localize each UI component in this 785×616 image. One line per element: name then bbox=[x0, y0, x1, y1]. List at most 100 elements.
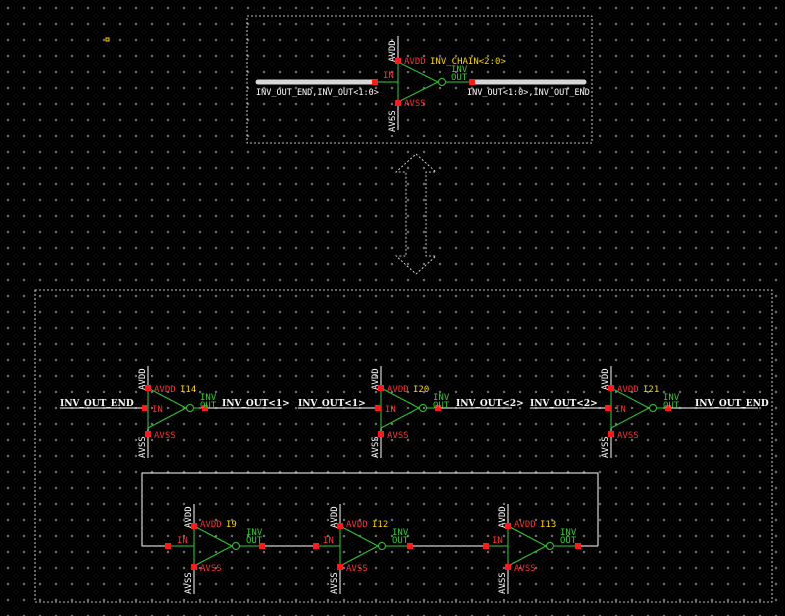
i21-avdd-rail-label: AVDD bbox=[601, 368, 611, 390]
i9-avdd-rail-label: AVDD bbox=[184, 506, 194, 528]
i9-bubble bbox=[232, 542, 240, 550]
i14-pin-avss[interactable] bbox=[145, 431, 151, 437]
ring-row: AVDD AVSS AVDD I9 INV IN OUT AVSS AVDD A… bbox=[141, 472, 599, 594]
i21-avdd-label: AVDD bbox=[617, 385, 639, 395]
i21-net-in-label: INV_OUT<2> bbox=[530, 399, 598, 409]
inverter-i21[interactable]: AVDD AVSS AVDD I21 INV IN OUT AVSS INV_O… bbox=[530, 366, 769, 458]
i9-pin-avss[interactable] bbox=[191, 564, 197, 570]
i12-avdd-rail-label: AVDD bbox=[330, 506, 340, 528]
bus-pin-avss-label: AVSS bbox=[404, 99, 426, 109]
i9-pin-avdd[interactable] bbox=[191, 523, 197, 529]
bus-pin-out-label: OUT bbox=[451, 73, 468, 83]
bus-pin-in-label: IN bbox=[383, 71, 394, 81]
bus-pin-avdd[interactable] bbox=[395, 58, 401, 64]
i20-net-in-label: INV_OUT<1> bbox=[298, 399, 366, 409]
i20-pin-in[interactable] bbox=[375, 405, 381, 411]
i14-bubble bbox=[186, 404, 194, 412]
i13-in-label: IN bbox=[492, 536, 503, 546]
i20-out-label: OUT bbox=[433, 401, 450, 411]
bus-pin-avss[interactable] bbox=[395, 100, 401, 106]
i9-avdd-label: AVDD bbox=[200, 520, 222, 530]
inverter-i9[interactable]: AVDD AVSS AVDD I9 INV IN OUT AVSS bbox=[165, 504, 265, 594]
i13-pin-avss[interactable] bbox=[505, 564, 511, 570]
i9-avss-label: AVSS bbox=[200, 564, 222, 574]
i13-cell-label: INV bbox=[560, 528, 577, 538]
i14-in-label: IN bbox=[152, 405, 163, 415]
inverter-i13[interactable]: AVDD AVSS AVDD I13 INV IN OUT AVSS bbox=[483, 504, 581, 594]
i9-cell-label: INV bbox=[246, 528, 263, 538]
i9-in-label: IN bbox=[177, 536, 188, 546]
i14-net-in-label: INV_OUT_END bbox=[60, 399, 134, 409]
i21-cell-label: INV bbox=[663, 393, 680, 403]
i21-instance-label: I21 bbox=[643, 385, 659, 395]
i13-avss-label: AVSS bbox=[514, 564, 536, 574]
expanded-dashed-frame bbox=[34, 289, 773, 603]
i9-pin-out[interactable] bbox=[259, 543, 265, 549]
equivalence-arrow bbox=[394, 153, 438, 275]
inverter-i14[interactable]: AVDD AVSS AVDD I14 INV IN OUT AVSS INV_O… bbox=[60, 366, 290, 458]
ring-feedback-wire bbox=[141, 472, 599, 547]
i13-pin-avdd[interactable] bbox=[505, 523, 511, 529]
i14-avdd-label: AVDD bbox=[154, 385, 176, 395]
i13-pin-in[interactable] bbox=[483, 543, 489, 549]
expanded-row: AVDD AVSS AVDD I14 INV IN OUT AVSS INV_O… bbox=[60, 366, 769, 458]
i12-bubble bbox=[378, 542, 386, 550]
i21-avss-label: AVSS bbox=[617, 431, 639, 441]
i20-pin-avdd[interactable] bbox=[378, 385, 384, 391]
i20-net-out-label: INV_OUT<2> bbox=[456, 399, 524, 409]
inverter-i20[interactable]: AVDD AVSS AVDD I20 INV IN OUT AVSS INV_O… bbox=[298, 366, 524, 458]
bus-avdd-rail-label: AVDD bbox=[388, 40, 398, 62]
i12-out-label: OUT bbox=[392, 536, 409, 546]
bus-inverter-bubble bbox=[438, 78, 446, 86]
i14-pin-in[interactable] bbox=[142, 405, 148, 411]
bus-instance-label: INV_CHAIN<2:0> bbox=[430, 57, 506, 67]
bus-symbol-box[interactable]: AVDD AVSS AVDD INV_CHAIN<2:0> INV IN OUT… bbox=[246, 15, 593, 144]
i13-instance-label: I13 bbox=[540, 520, 556, 530]
bus-net-out-label: INV_OUT<1:0>,INV_OUT_END bbox=[467, 88, 590, 98]
i14-avdd-rail-label: AVDD bbox=[138, 368, 148, 390]
i12-avss-label: AVSS bbox=[346, 564, 368, 574]
i12-pin-in[interactable] bbox=[313, 543, 319, 549]
i14-pin-out[interactable] bbox=[202, 405, 208, 411]
i13-body bbox=[507, 525, 548, 567]
i12-pin-avss[interactable] bbox=[337, 564, 343, 570]
i12-avss-rail-label: AVSS bbox=[330, 572, 340, 594]
i20-avdd-label: AVDD bbox=[387, 385, 409, 395]
i12-body bbox=[339, 525, 380, 567]
bus-pin-avdd-label: AVDD bbox=[404, 57, 426, 67]
i13-out-label: OUT bbox=[560, 536, 577, 546]
i21-net-out-label: INV_OUT_END bbox=[695, 399, 769, 409]
i21-pin-out[interactable] bbox=[665, 405, 671, 411]
i21-bubble bbox=[649, 404, 657, 412]
i14-net-out-label: INV_OUT<1> bbox=[222, 399, 290, 409]
i20-instance-label: I20 bbox=[413, 385, 429, 395]
i13-pin-out[interactable] bbox=[575, 543, 581, 549]
i21-pin-avss[interactable] bbox=[608, 431, 614, 437]
i12-avdd-label: AVDD bbox=[346, 520, 368, 530]
origin-marker bbox=[105, 37, 110, 42]
bus-inverter-body[interactable] bbox=[397, 61, 440, 103]
i21-pin-avdd[interactable] bbox=[608, 385, 614, 391]
i20-pin-avss[interactable] bbox=[378, 431, 384, 437]
i9-pin-in[interactable] bbox=[165, 543, 171, 549]
inverter-i12[interactable]: AVDD AVSS AVDD I12 INV IN OUT AVSS bbox=[313, 504, 413, 594]
bus-net-in-label: INV_OUT_END,INV_OUT<1:0> bbox=[256, 88, 379, 98]
bus-pin-in[interactable] bbox=[372, 79, 378, 85]
i21-in-label: IN bbox=[615, 405, 626, 415]
i20-avdd-rail-label: AVDD bbox=[371, 368, 381, 390]
i13-bubble bbox=[546, 542, 554, 550]
bus-pin-out[interactable] bbox=[469, 79, 475, 85]
i14-pin-avdd[interactable] bbox=[145, 385, 151, 391]
bus-symbol-dashed-frame bbox=[246, 15, 593, 144]
i12-pin-out[interactable] bbox=[407, 543, 413, 549]
i9-avss-rail-label: AVSS bbox=[184, 572, 194, 594]
i12-pin-avdd[interactable] bbox=[337, 523, 343, 529]
i21-pin-in[interactable] bbox=[605, 405, 611, 411]
i12-in-label: IN bbox=[323, 536, 334, 546]
i9-body bbox=[193, 525, 234, 567]
i21-out-label: OUT bbox=[663, 401, 680, 411]
i12-instance-label: I12 bbox=[372, 520, 388, 530]
i13-avdd-label: AVDD bbox=[514, 520, 536, 530]
i20-pin-out[interactable] bbox=[435, 405, 441, 411]
